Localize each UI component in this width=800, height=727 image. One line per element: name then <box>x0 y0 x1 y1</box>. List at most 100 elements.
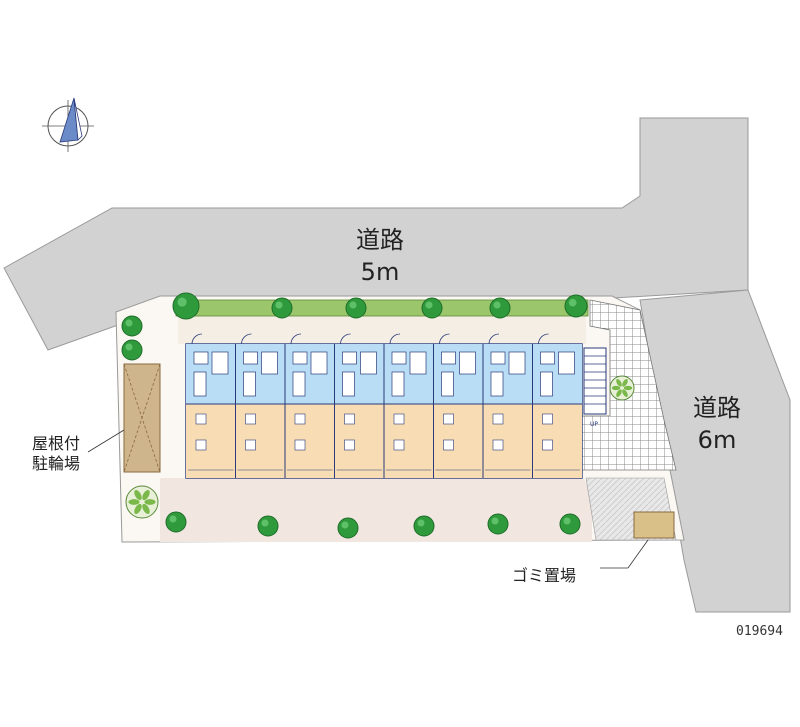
furniture-mark <box>245 413 256 425</box>
kitchen-counter <box>441 371 454 397</box>
east-road-width: 6m <box>697 426 737 454</box>
door-swing <box>538 333 549 345</box>
property-id: 019694 <box>736 624 783 639</box>
north-arrow-icon <box>42 97 94 152</box>
tree-icon <box>121 315 143 337</box>
bike-parking-label: 屋根付 駐輪場 <box>20 434 92 474</box>
bike-parking-line1: 屋根付 <box>31 434 80 453</box>
stair-up-mark: UP <box>590 421 598 428</box>
garbage-area <box>600 511 675 569</box>
south-paving <box>160 478 592 542</box>
toilet-room <box>342 351 357 365</box>
east-road-label: 道路 6m <box>672 392 762 456</box>
shrub-leaf <box>134 490 142 501</box>
tree-icon <box>345 297 367 319</box>
unit-dividers <box>188 333 580 478</box>
shrub-leaf <box>623 385 633 391</box>
door-swing <box>340 333 351 345</box>
shrub-icon <box>125 485 159 519</box>
north-walkway <box>178 316 586 344</box>
tree-highlight <box>568 298 577 307</box>
east-road-name: 道路 <box>693 394 741 422</box>
bike-leader-line <box>87 429 125 453</box>
tree-icon <box>165 511 187 533</box>
kitchen-counter <box>391 371 405 397</box>
tree-highlight <box>417 519 425 527</box>
furniture-mark <box>443 413 454 425</box>
door-swing <box>191 333 203 345</box>
shrub-leaf <box>622 379 628 387</box>
north-road-name: 道路 <box>356 226 404 254</box>
bath-room <box>508 351 526 375</box>
tree-icon <box>413 515 435 537</box>
furniture-mark <box>245 439 256 451</box>
shrub-leaf <box>616 379 622 387</box>
furniture-mark <box>294 439 306 451</box>
shrub-leaf <box>611 385 621 391</box>
tree-highlight <box>177 297 187 307</box>
tree-icon <box>559 513 581 535</box>
furniture-mark <box>492 413 504 425</box>
shrub-leaf <box>144 499 156 505</box>
furniture-mark <box>195 439 207 451</box>
toilet-room <box>490 351 506 365</box>
bath-room <box>459 351 476 375</box>
shrub-leaf <box>134 503 142 514</box>
furniture-mark <box>393 413 405 425</box>
shrub-leaf <box>616 389 622 397</box>
toilet-room <box>292 351 308 365</box>
garbage-area-label: ゴミ置場 <box>512 566 577 585</box>
furniture-mark <box>344 439 355 451</box>
tree-highlight <box>425 301 433 309</box>
door-swing <box>290 333 302 345</box>
tree-icon <box>271 297 293 319</box>
tree-icon <box>121 339 143 361</box>
tree-icon <box>172 292 200 320</box>
door-swing <box>488 333 500 345</box>
north-hedge <box>175 299 589 317</box>
tree-highlight <box>275 301 283 309</box>
tree-highlight <box>169 515 177 523</box>
tree-icon <box>489 297 511 319</box>
shrub-leaf <box>142 490 150 501</box>
toilet-room <box>243 351 258 365</box>
tree-highlight <box>563 517 571 525</box>
bath-room <box>310 351 328 375</box>
door-swing <box>241 333 252 345</box>
north-road-label: 道路 5m <box>330 224 430 288</box>
shrub-leaf <box>128 499 140 505</box>
bath-room <box>211 351 229 375</box>
tree-highlight <box>493 301 501 309</box>
tree-highlight <box>341 521 349 529</box>
shrub-leaf <box>142 503 150 514</box>
furniture-mark <box>542 439 553 451</box>
bath-room <box>558 351 575 375</box>
toilet-room <box>391 351 407 365</box>
tree-highlight <box>491 517 499 525</box>
bike-shed <box>87 363 161 473</box>
stairs <box>583 347 607 415</box>
trees <box>121 292 635 539</box>
kitchen-counter <box>243 371 256 397</box>
furniture-mark <box>294 413 306 425</box>
tree-icon <box>421 297 443 319</box>
door-swing <box>439 333 450 345</box>
furniture-mark <box>492 439 504 451</box>
furniture-mark <box>195 413 207 425</box>
tree-highlight <box>261 519 269 527</box>
bath-room <box>261 351 278 375</box>
kitchen-counter <box>540 371 553 397</box>
furniture-mark <box>542 413 553 425</box>
tree-icon <box>257 515 279 537</box>
bike-parking-line2: 駐輪場 <box>31 454 80 473</box>
furniture-mark <box>393 439 405 451</box>
door-swing <box>389 333 401 345</box>
bath-room <box>409 351 427 375</box>
kitchen-counter <box>342 371 355 397</box>
tree-highlight <box>125 343 133 351</box>
bath-room <box>360 351 377 375</box>
toilet-room <box>540 351 555 365</box>
kitchen-counter <box>292 371 306 397</box>
